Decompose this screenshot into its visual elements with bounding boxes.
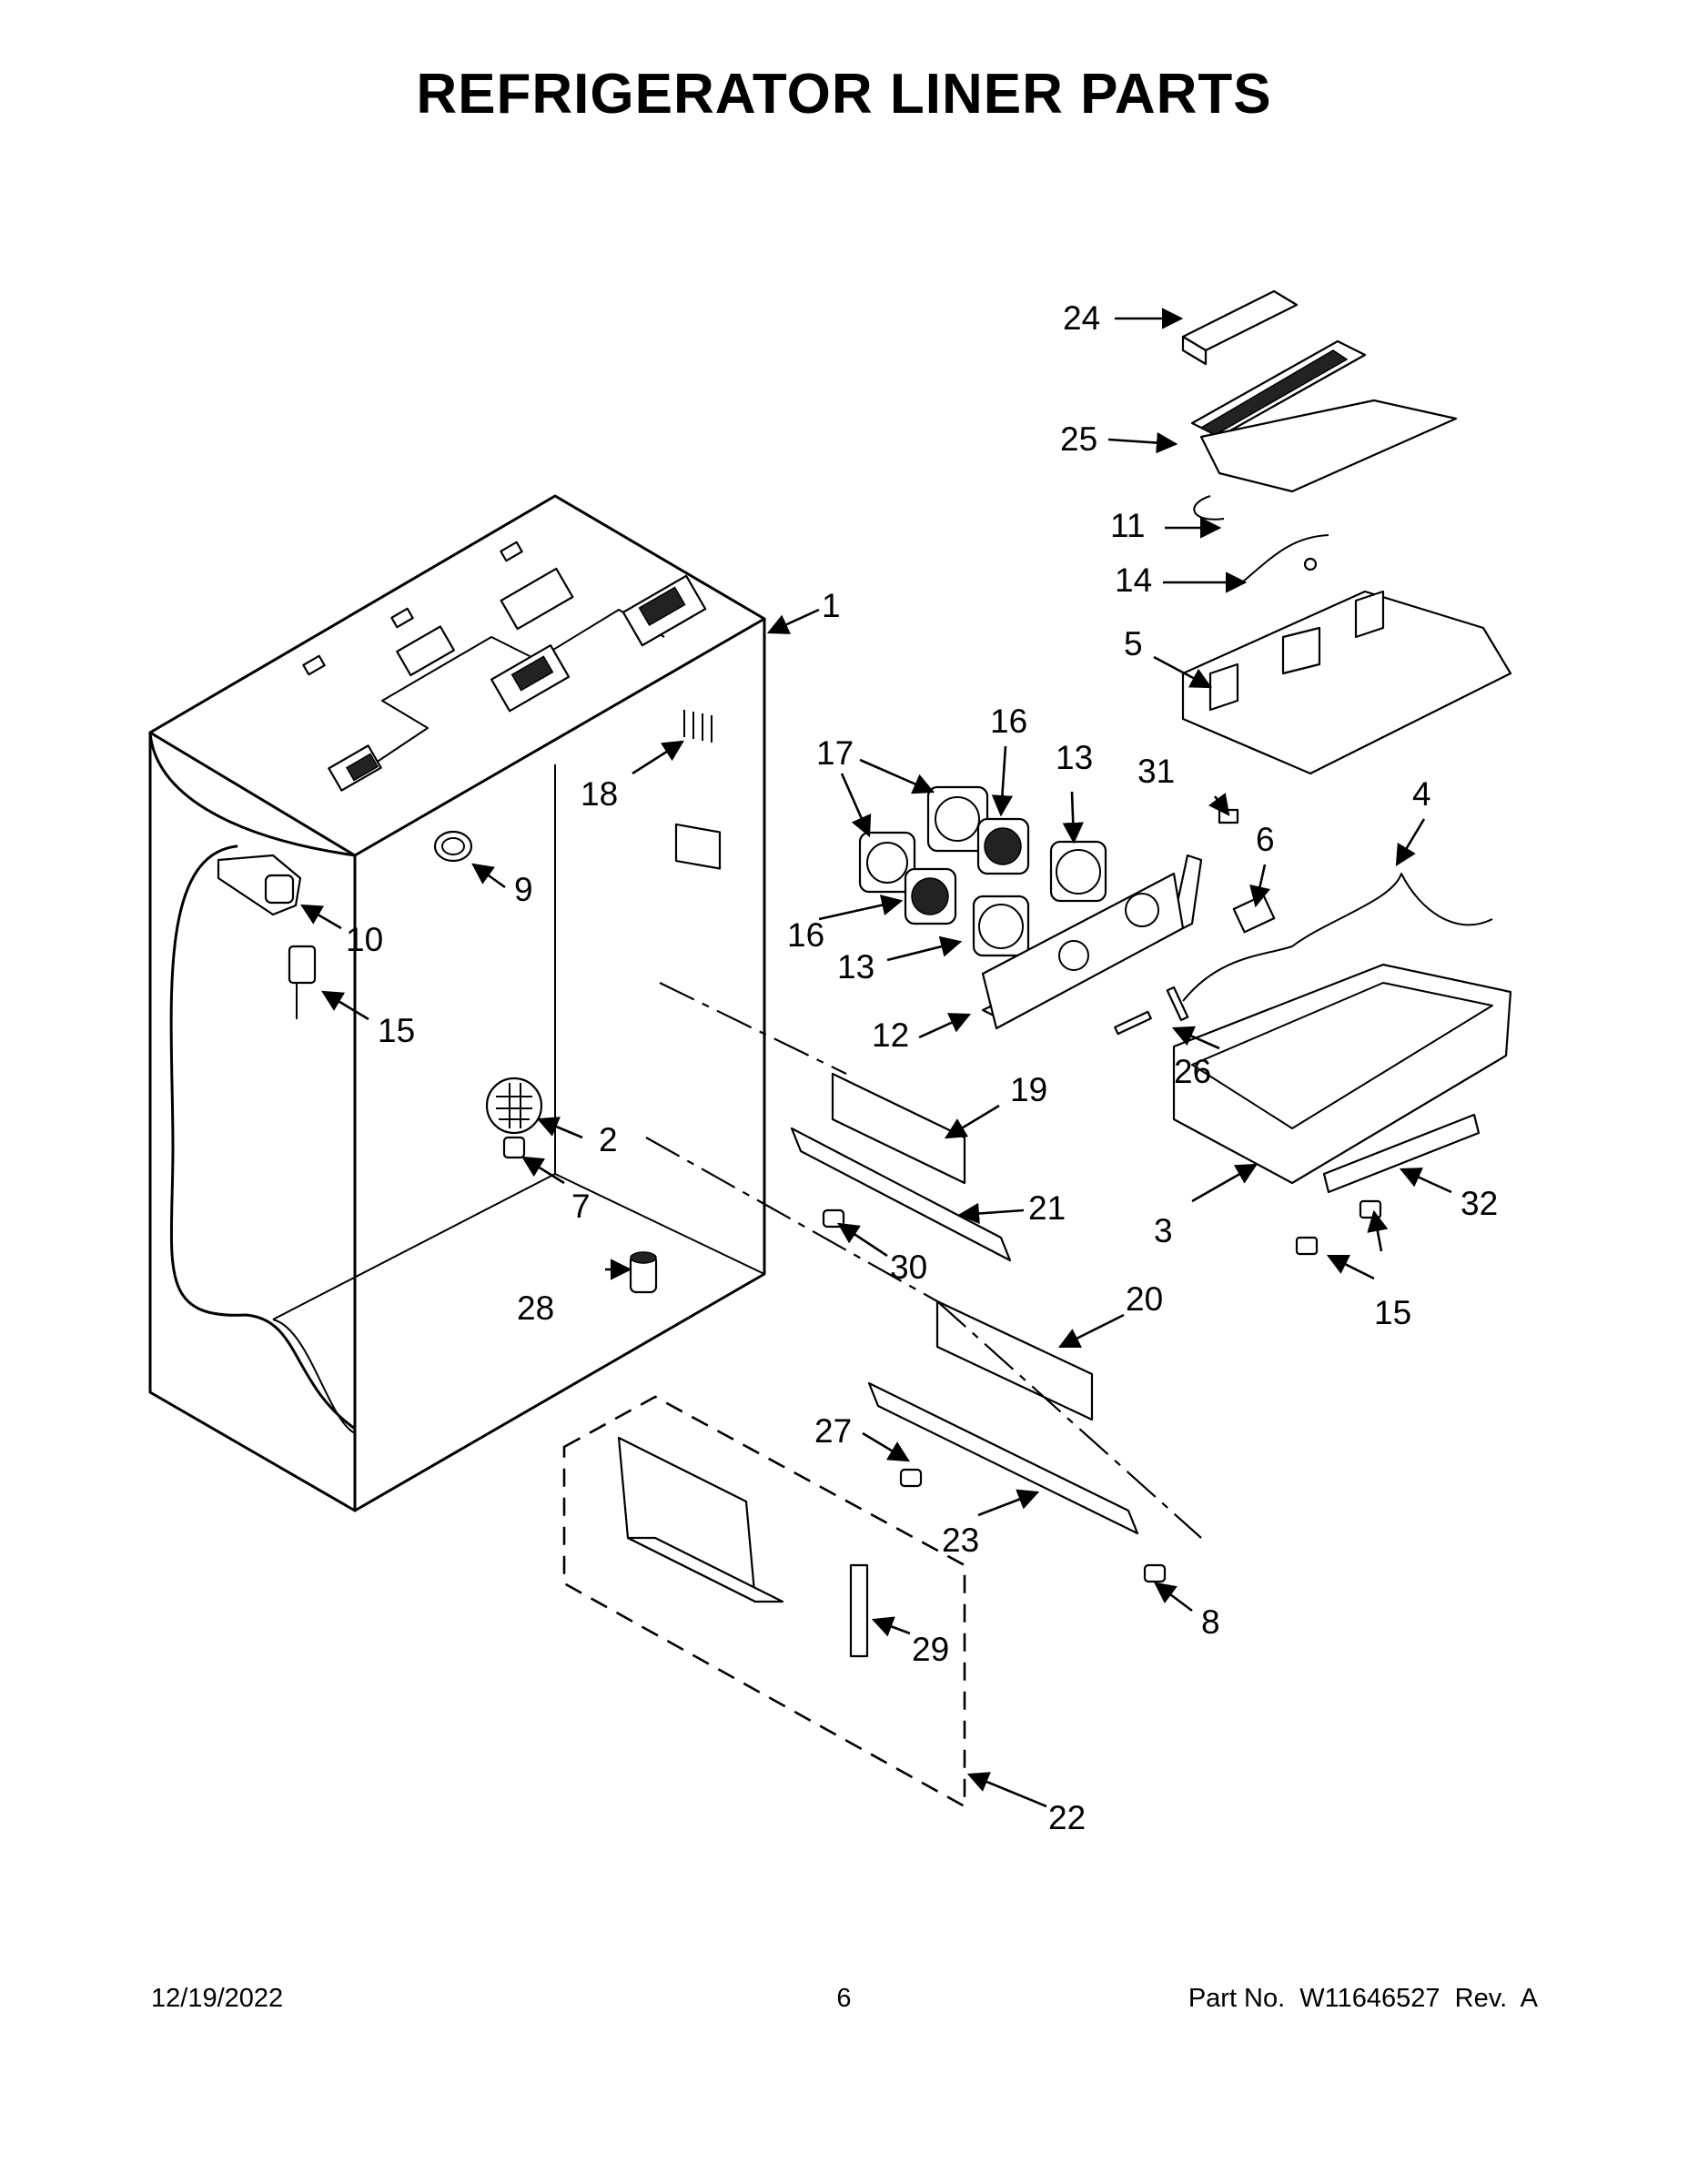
shelf-rails <box>790 1072 1167 1583</box>
callout-13b: 13 <box>837 948 874 986</box>
callout-24: 24 <box>1063 299 1100 337</box>
callout-5: 5 <box>1124 625 1143 662</box>
callout-32: 32 <box>1461 1185 1498 1222</box>
page-title: REFRIGERATOR LINER PARTS <box>416 63 1272 126</box>
callout-7: 7 <box>571 1188 591 1225</box>
callout-arrows <box>299 308 1452 1808</box>
callout-27: 27 <box>814 1412 852 1450</box>
callout-21: 21 <box>1028 1189 1066 1227</box>
projection-lines <box>645 982 1202 1539</box>
callout-15a: 15 <box>378 1012 415 1049</box>
callout-20: 20 <box>1126 1280 1163 1318</box>
pantry-drawer-kit <box>562 1395 966 1809</box>
callout-29: 29 <box>912 1631 949 1668</box>
callout-28: 28 <box>517 1289 554 1327</box>
callout-30: 30 <box>890 1249 927 1286</box>
callout-9: 9 <box>514 871 533 908</box>
callout-15b: 15 <box>1374 1294 1411 1331</box>
callout-23: 23 <box>942 1522 979 1559</box>
callout-labels: 1 2 3 4 5 6 7 8 9 10 11 12 13 13 14 15 1… <box>346 299 1498 1836</box>
evaporator-assembly <box>1181 289 1512 775</box>
crisper-drawer-assembly <box>1114 808 1512 1256</box>
liner-components <box>217 710 722 1294</box>
callout-4: 4 <box>1412 775 1431 813</box>
callout-8: 8 <box>1201 1603 1220 1641</box>
callout-16a: 16 <box>990 703 1027 740</box>
callout-31: 31 <box>1137 753 1175 790</box>
callout-1: 1 <box>822 587 841 624</box>
callout-25: 25 <box>1060 420 1097 458</box>
callout-13a: 13 <box>1056 739 1093 776</box>
callout-11: 11 <box>1110 507 1145 544</box>
callout-18: 18 <box>581 775 618 813</box>
fan-assemblies <box>858 785 1203 1030</box>
callout-3: 3 <box>1154 1212 1173 1249</box>
footer-part-number: Part No. W11646527 Rev. A <box>1188 1984 1538 2013</box>
callout-26: 26 <box>1174 1053 1211 1090</box>
callout-12: 12 <box>872 1016 909 1054</box>
callout-2: 2 <box>599 1121 618 1158</box>
callout-14: 14 <box>1115 561 1152 599</box>
callout-10: 10 <box>346 921 383 958</box>
callout-17: 17 <box>816 734 854 772</box>
footer-date: 12/19/2022 <box>151 1984 284 2013</box>
callout-19: 19 <box>1010 1071 1047 1108</box>
footer-page-number: 6 <box>836 1984 852 2013</box>
callout-22: 22 <box>1048 1799 1086 1836</box>
liner-cabinet <box>148 494 766 1512</box>
callout-6: 6 <box>1256 821 1275 858</box>
callout-16b: 16 <box>787 916 824 954</box>
